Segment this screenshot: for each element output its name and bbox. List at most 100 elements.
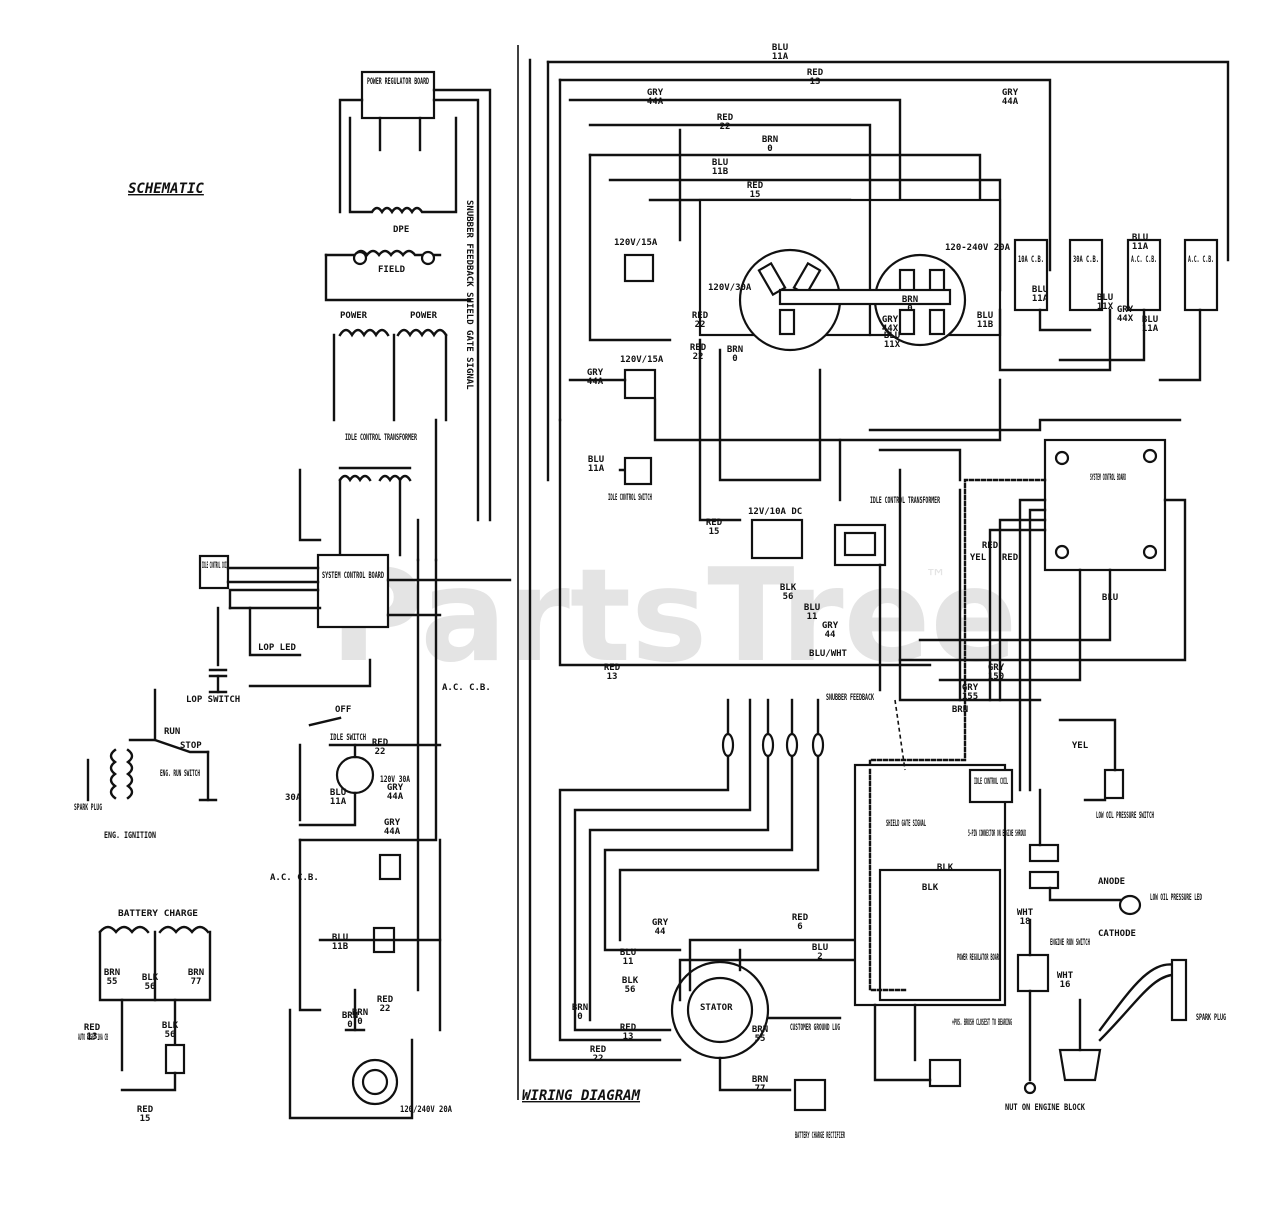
wiring-cathode-label: CATHODE (1098, 929, 1136, 939)
schematic-outlet-30a-label: 120V 30A (380, 775, 410, 785)
wire-label-text: RED (982, 541, 999, 551)
wiring-idle-control-switch: IDLE CONTROL SWITCH (608, 456, 653, 503)
wiring-engine-run-switch-label: ENGINE RUN SWITCH (1050, 938, 1090, 948)
wire-label-text: BRN (752, 1075, 768, 1085)
wiring-icc-label: IDLE CONTROL COIL (974, 777, 1008, 787)
wiring-stator-label: STATOR (700, 1003, 733, 1013)
wire-label-text: 11A (330, 797, 347, 807)
wire-label-text: WHT (1017, 908, 1034, 918)
wire-label-text: 0 (907, 304, 912, 314)
wire-label-text: 11B (712, 167, 729, 177)
wire-label-text: 44 (655, 927, 666, 937)
wire-label-text: BLU (1102, 593, 1118, 603)
wire-label-text: GRY (1117, 305, 1134, 315)
wiring-low-oil-pressure-switch: LOW OIL PRESSURE SWITCH (1096, 768, 1154, 821)
schematic-run-label: RUN (164, 727, 180, 737)
wiring-snubber-feedback-label: SNUBBER FEEDBACK (826, 693, 874, 703)
wire-label-text: BLU (772, 43, 788, 53)
wire-label-text: BLU (1142, 315, 1158, 325)
wire-label-text: 15 (709, 527, 720, 537)
schematic-auto-reset-label: AUTO RESET 10A CB (78, 1033, 108, 1043)
wire-label-text: BLK (780, 583, 797, 593)
wire-label-text: BRN (952, 705, 968, 715)
wire-label-text: RED (84, 1023, 101, 1033)
wire-label-text: 0 (347, 1020, 352, 1030)
wire-label-text: BLK (937, 863, 954, 873)
wire-label: BLK (937, 863, 954, 873)
schematic-power-right: POWER (410, 311, 438, 321)
schematic-stop-label: STOP (180, 741, 202, 751)
wire-label-text: 13 (623, 1032, 634, 1042)
wiring-12v-10a-dc-outlet: 12V/10A DC (748, 507, 804, 560)
wiring-outlet-30a-label: 120V/30A (708, 283, 752, 293)
schematic-lop-led-label: LOP LED (258, 643, 297, 653)
wire-label-text: 13 (810, 77, 821, 87)
wire-label-text: 6 (797, 922, 802, 932)
schematic-off-label: OFF (335, 705, 351, 715)
schematic-system-control-board: SYSTEM CONTROL BOARD (316, 553, 390, 629)
wire-label-text: 56 (625, 985, 636, 995)
wiring-rectifier-label: BATTERY CHARGE RECTIFIER (795, 1131, 845, 1141)
wire-label-text: 11B (332, 942, 349, 952)
wiring-spark-plug: SPARK PLUG (1170, 958, 1226, 1023)
wire-label-text: 56 (145, 982, 156, 992)
wire-label-text: 11A (1032, 294, 1049, 304)
schematic-engine-ignition: SPARK PLUG ENG. IGNITION RUN STOP ENG. R… (74, 688, 218, 841)
wire-label-text: 15 (750, 190, 761, 200)
wire-label-text: GRY (988, 663, 1005, 673)
wire-label-text: GRY (384, 818, 401, 828)
wire-label-text: GRY (822, 621, 839, 631)
wire-label-text: BRN (352, 1008, 368, 1018)
wiring-cb-10a-label: 10A C.B. (1018, 255, 1044, 265)
wire-label-text: BRN (762, 135, 778, 145)
wire-label-text: GRY (962, 683, 979, 693)
wire-label-text: RED (717, 113, 734, 123)
wiring-five-pin-connector: 5-PIN CONNECTOR ON ENGINE SHROUD (968, 829, 1060, 890)
wiring-nut-engine-block-label: NUT ON ENGINE BLOCK (1005, 1103, 1085, 1113)
wire-label-text: BLU (1097, 293, 1113, 303)
wire-label-text: BLU (588, 455, 604, 465)
wiring-ignition-module (1058, 963, 1184, 1082)
schematic-power-windings: POWER POWER (332, 311, 448, 422)
wiring-outlet-120v-30a: 120V/30A (698, 198, 872, 352)
schematic-ac-cb-1: A.C. C.B. (442, 683, 491, 693)
wiring-outlet-120v-15a-top: 120V/15A (614, 238, 658, 283)
wire-label-text: YEL (970, 553, 987, 563)
wiring-outlet-120v-15a-left: 120V/15A (620, 355, 664, 400)
wire-label-text: 22 (380, 1004, 391, 1014)
wiring-anode-label: ANODE (1098, 877, 1125, 887)
wire-label-text: GRY (647, 88, 664, 98)
wiring-idle-control-transformer: IDLE CONTROL TRANSFORMER (833, 496, 940, 567)
wire-label-text: BLK (142, 973, 159, 983)
wire-label-text: 150 (988, 672, 1004, 682)
wire-label-text: RED (604, 663, 621, 673)
wire-label-text: 22 (375, 747, 386, 757)
wiring-dc-label: 12V/10A DC (748, 507, 802, 517)
wire-label-text: 44A (387, 792, 404, 802)
schematic-shield-gate-signal: SNUBBER FEEDBACK SHIELD GATE SIGNAL (464, 200, 474, 390)
wiring-engine-run-switch: ENGINE RUN SWITCH (1016, 938, 1090, 993)
wire-label-text: 44X (1117, 314, 1134, 324)
wire-label-text: GRY (587, 368, 604, 378)
schematic-idle-control-coil: IDLE CONTROL COIL (198, 554, 320, 590)
schematic-idle-switch: OFF IDLE SWITCH (298, 705, 442, 822)
wire-label-text: RED (1002, 553, 1019, 563)
